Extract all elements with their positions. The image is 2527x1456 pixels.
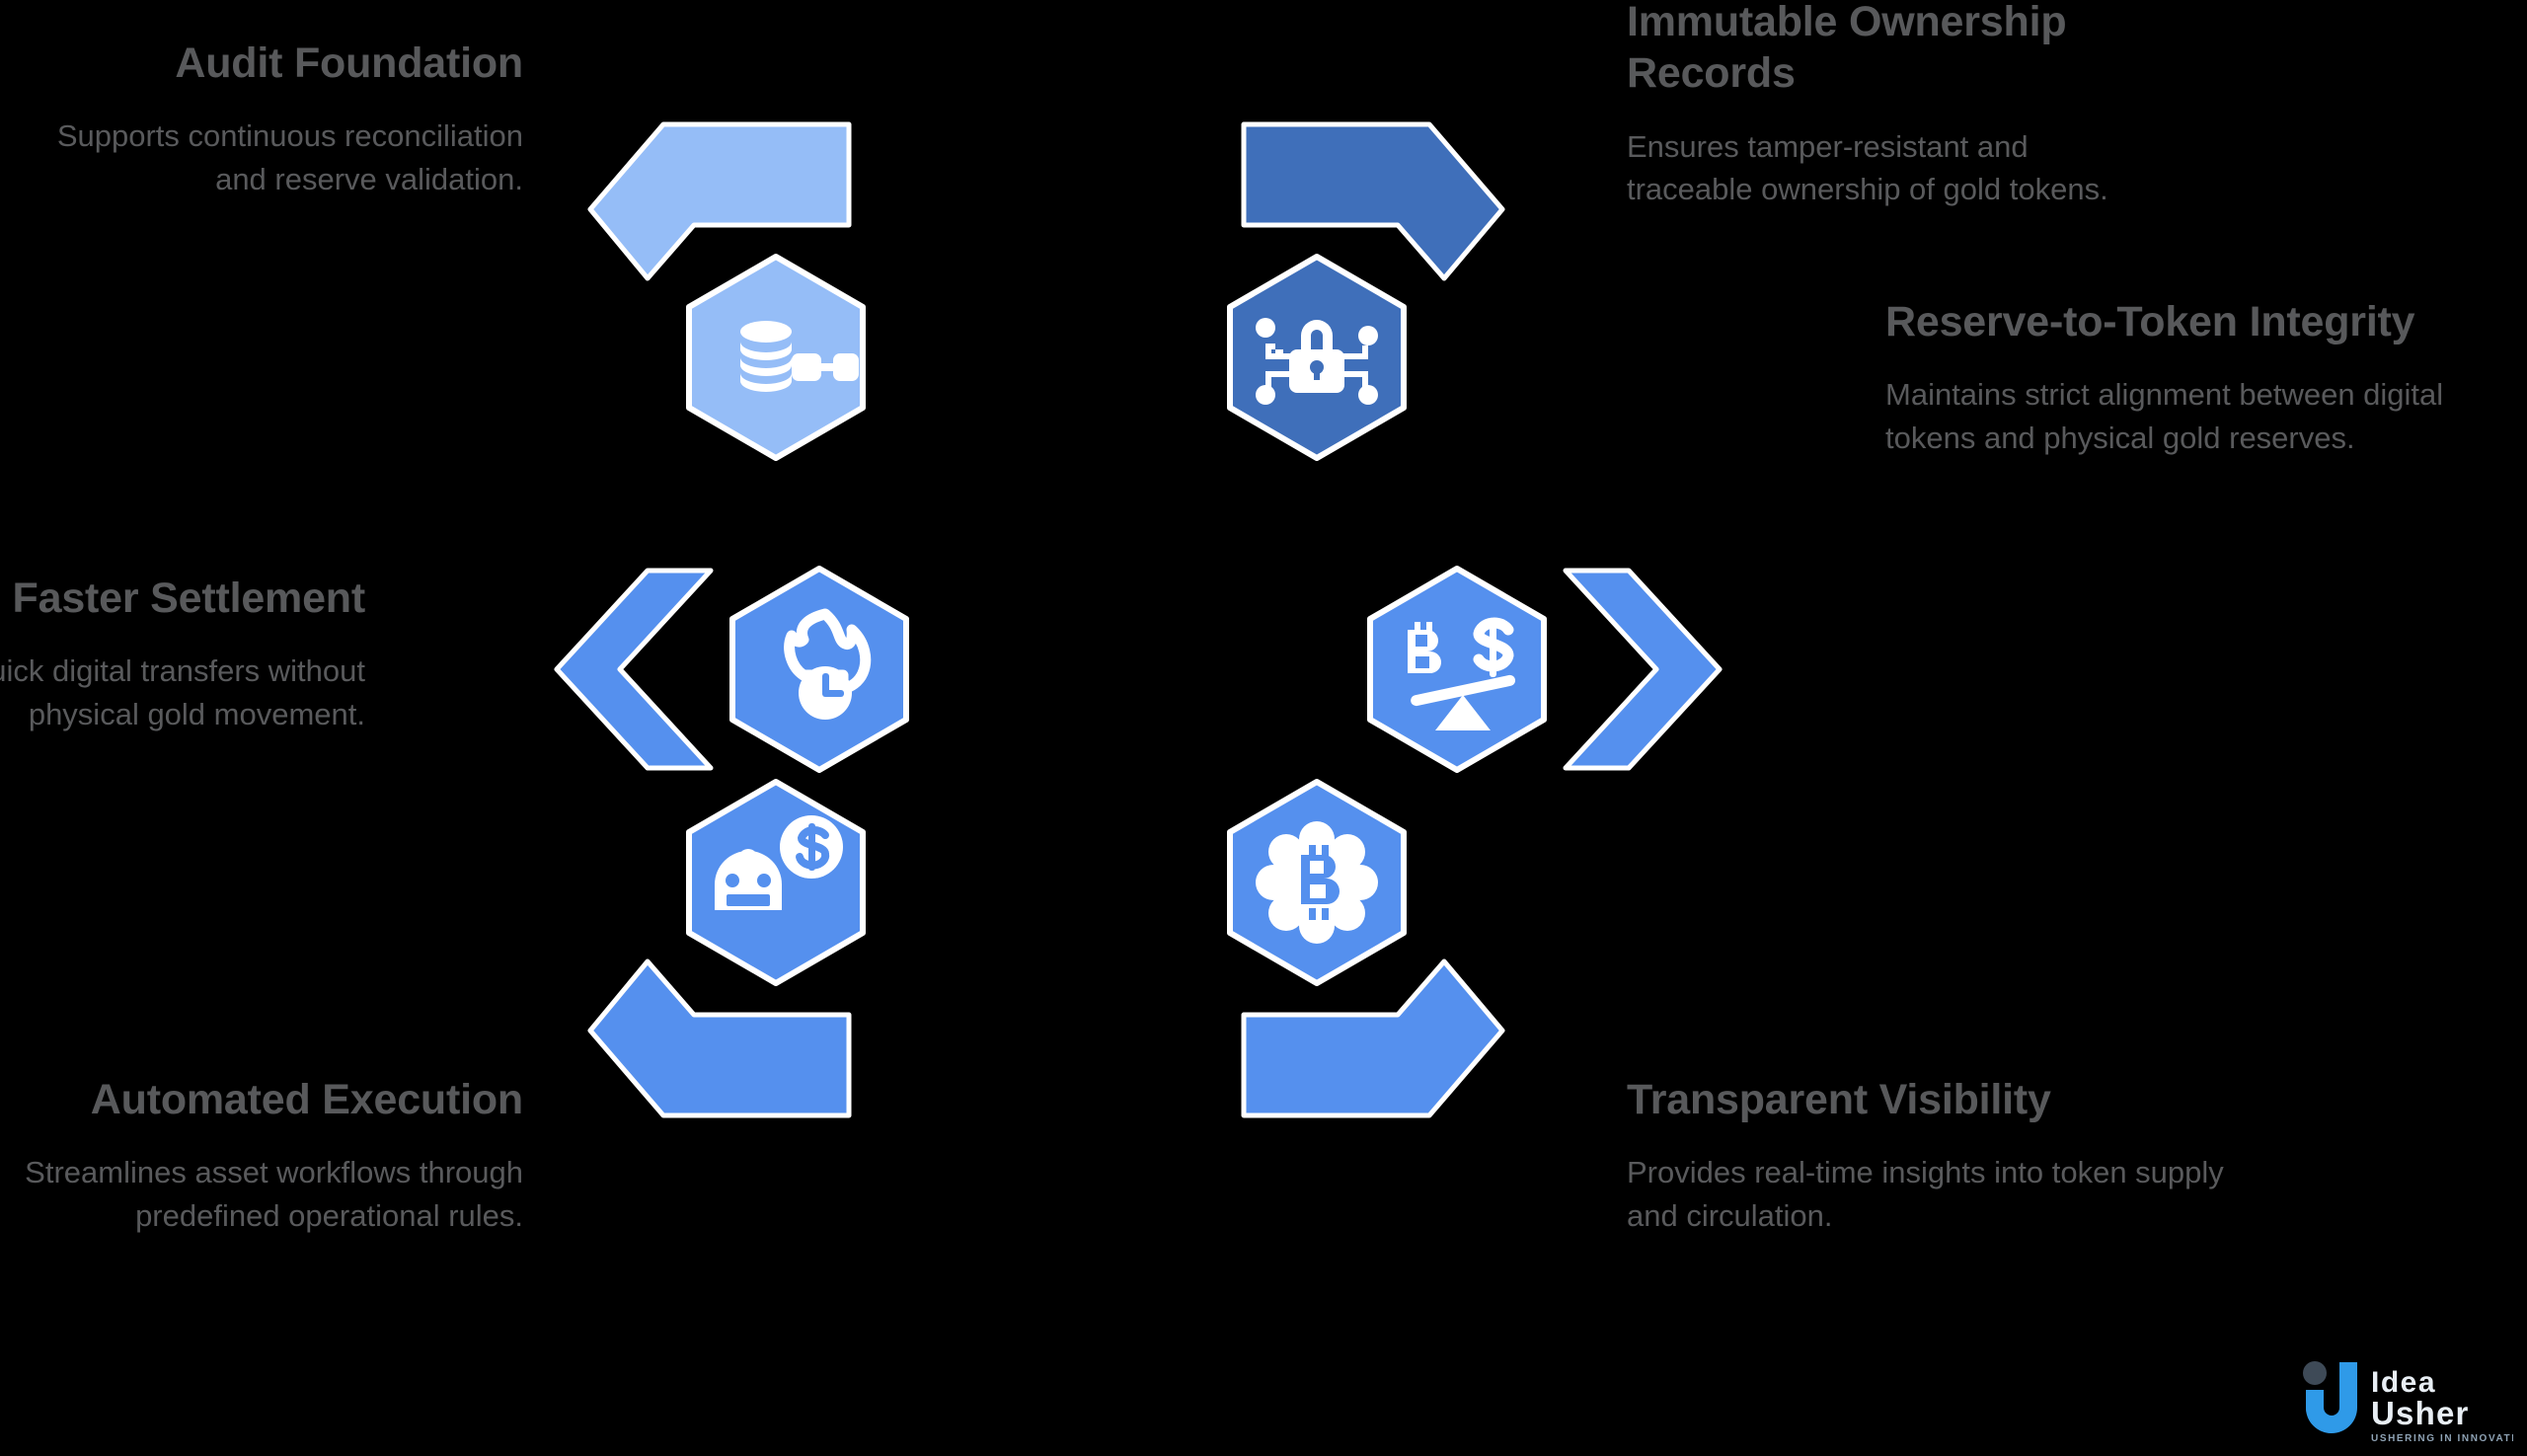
block-title: Audit Foundation xyxy=(175,39,523,87)
accent-chevron-top-left xyxy=(587,121,852,281)
logo-word-bottom: Usher xyxy=(2371,1395,2470,1431)
balance-scale-bitcoin-dollar-icon xyxy=(1408,617,1516,730)
hexagon-cluster xyxy=(553,99,1787,1244)
block-reserve-to-token-integrity: Reserve-to-Token Integrity Maintains str… xyxy=(1885,296,2468,459)
accent-chevron-top-right xyxy=(1241,121,1505,281)
block-description: Maintains strict alignment between digit… xyxy=(1885,377,2444,455)
block-automated-execution: Automated Execution Streamlines asset wo… xyxy=(0,1074,523,1237)
hex-group-automated-execution[interactable] xyxy=(587,782,863,1118)
block-title: Immutable Ownership Records xyxy=(1627,0,2067,98)
hex-group-transparent-visibility[interactable] xyxy=(1230,782,1505,1118)
block-audit-foundation: Audit Foundation Supports continuous rec… xyxy=(0,38,523,200)
network-lock-icon xyxy=(1256,318,1378,405)
logo-word-top: Idea xyxy=(2371,1366,2436,1399)
block-title: Automated Execution xyxy=(90,1076,523,1123)
idea-usher-logo: Idea Usher USHERING IN INNOVATION xyxy=(2288,1356,2513,1447)
block-title: Reserve-to-Token Integrity xyxy=(1885,298,2415,345)
robot-dollar-icon xyxy=(715,815,843,910)
block-description: Ensures tamper-resistant and traceable o… xyxy=(1627,128,2108,207)
block-description: Supports continuous reconciliation and r… xyxy=(56,118,523,196)
accent-chevron-right xyxy=(1563,568,1723,771)
hex-group-immutable-ownership-records[interactable] xyxy=(1230,121,1505,458)
block-faster-settlement: Faster Settlement Enables quick digital … xyxy=(0,573,365,735)
bitcoin-badge-icon xyxy=(1256,821,1378,944)
accent-chevron-bottom-right xyxy=(1241,958,1505,1118)
hex-group-faster-settlement[interactable] xyxy=(554,568,906,771)
hex-group-reserve-to-token-integrity[interactable] xyxy=(1370,568,1723,771)
block-description: Enables quick digital transfers without … xyxy=(0,653,365,731)
flame-clock-icon xyxy=(784,608,872,720)
block-description: Streamlines asset workflows through pred… xyxy=(25,1155,523,1233)
database-node-icon xyxy=(740,321,859,392)
accent-chevron-left xyxy=(554,568,714,771)
block-title: Faster Settlement xyxy=(12,575,366,622)
hex-group-audit-foundation[interactable] xyxy=(587,121,863,458)
hexagon-shape xyxy=(1370,569,1544,770)
logo-mark-icon xyxy=(2303,1361,2357,1433)
accent-chevron-bottom-left xyxy=(587,958,852,1118)
block-title: Transparent Visibility xyxy=(1627,1076,2051,1123)
block-immutable-ownership-records: Immutable Ownership Records Ensures tamp… xyxy=(1627,0,2140,211)
block-description: Provides real-time insights into token s… xyxy=(1627,1155,2224,1233)
block-transparent-visibility: Transparent Visibility Provides real-tim… xyxy=(1627,1074,2259,1237)
logo-tagline: USHERING IN INNOVATION xyxy=(2371,1433,2513,1444)
